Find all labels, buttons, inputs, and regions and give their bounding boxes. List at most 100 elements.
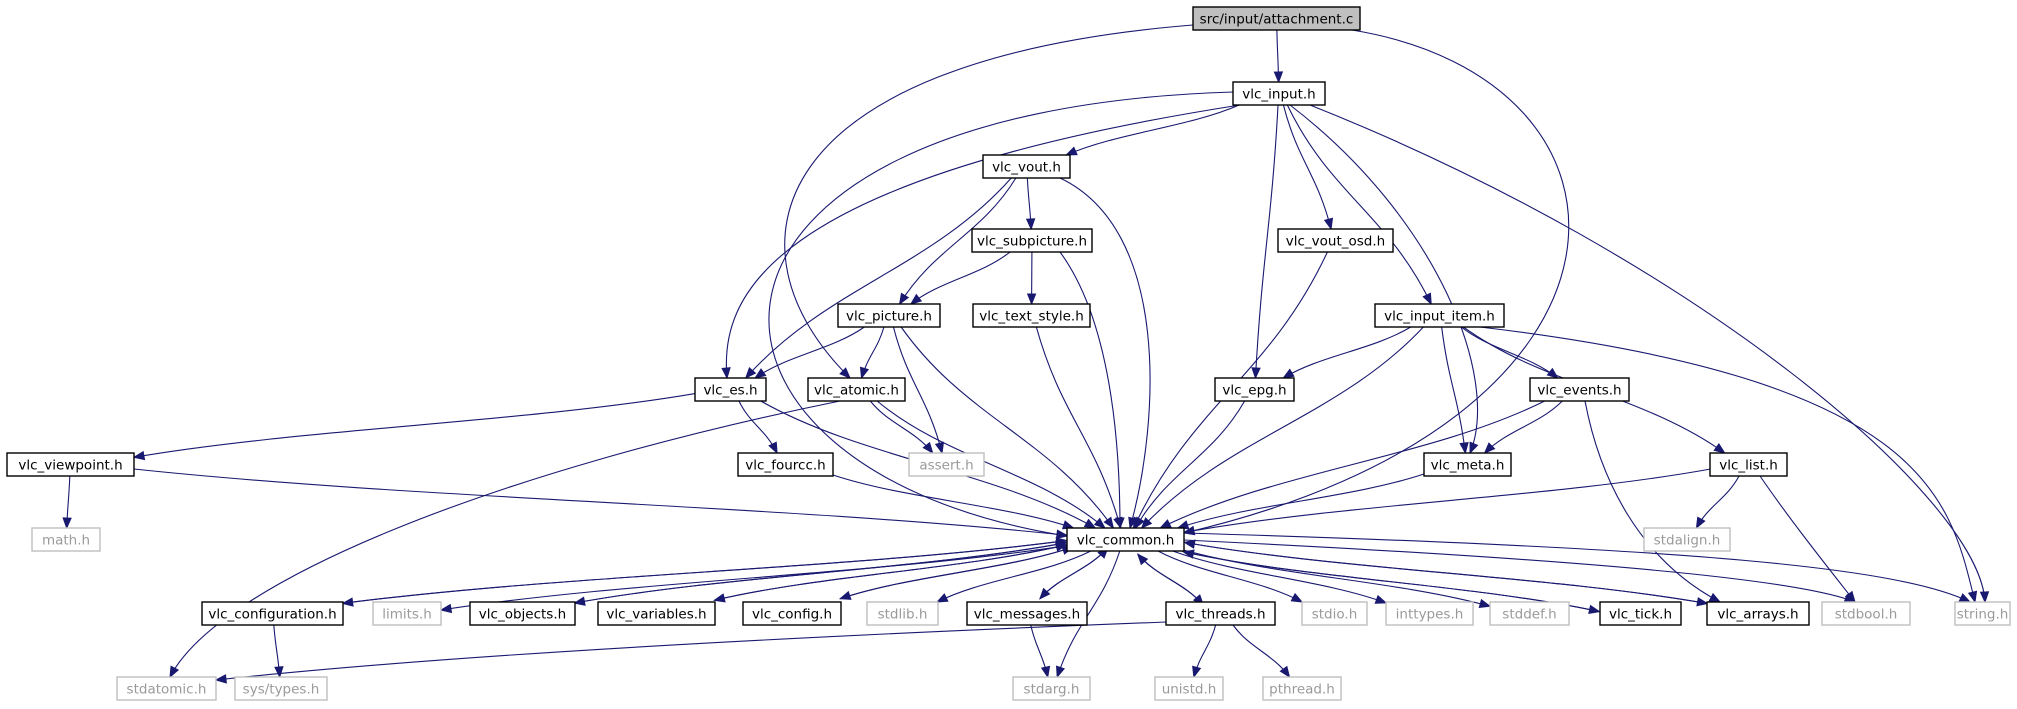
edge-vlc_input_item_h-to-vlc_epg_h [1282,326,1412,379]
node-vlc-input-h[interactable]: vlc_input.h [1232,81,1326,106]
node-label: vlc_epg.h [1222,383,1286,399]
edge-arrowhead [214,674,227,684]
edge-line [342,540,1067,604]
node-box [1154,676,1224,701]
node-vlc-viewpoint-h[interactable]: vlc_viewpoint.h [6,452,135,477]
edge-arrowhead [1695,516,1706,530]
node-label: vlc_configuration.h [208,607,336,623]
edge-vlc_list_h-to-stdalign_h [1695,475,1740,530]
edge-line [1035,326,1122,529]
edge-arrowhead [439,603,453,614]
node-box [1954,601,2011,626]
edge-vlc_es_h-to-vlc_viewpoint_h [132,392,696,461]
node-pthread-h: pthread.h [1262,676,1342,701]
edge-vlc_input_h-to-string_h [1309,104,1990,604]
node-label: vlc_events.h [1537,383,1621,399]
node-vlc-picture-h[interactable]: vlc_picture.h [837,303,941,328]
edge-vlc_atomic_h-to-assert_h [869,400,934,455]
node-label: stdbool.h [1835,607,1898,623]
node-box [694,377,767,402]
edge-line [714,544,1067,601]
edge-arrowhead [1469,441,1479,455]
node-vlc-fourcc-h[interactable]: vlc_fourcc.h [737,452,834,477]
node-label: vlc_fourcc.h [745,458,825,474]
node-vlc-config-h[interactable]: vlc_config.h [742,601,842,626]
edge-vlc_threads_h-to-pthread_h [1232,624,1291,679]
edge-arrowhead [1083,518,1097,529]
node-vlc-objects-h[interactable]: vlc_objects.h [469,601,576,626]
node-vlc-vout-h[interactable]: vlc_vout.h [982,154,1071,179]
edge-arrowhead [1093,517,1106,529]
edge-vlc_threads_h-to-stdatomic_h [214,621,1167,684]
node-vlc-subpicture-h[interactable]: vlc_subpicture.h [971,228,1093,253]
edge-line [869,400,934,454]
edge-vlc_input_h-to-vlc_epg_h [1251,104,1279,380]
node-label: vlc_variables.h [606,607,706,623]
edge-vlc_common_h-to-stdio_h [1157,550,1304,603]
node-label: vlc_config.h [752,607,832,623]
edge-line [440,544,1068,611]
edge-line [1441,326,1466,454]
edge-vlc_common_h-to-vlc_configuration_h [341,540,1067,607]
node-box [1709,452,1788,477]
node-vlc-es-h[interactable]: vlc_es.h [694,377,767,402]
edge-vlc_input_item_h-to-vlc_common_h [1140,326,1424,529]
node-limits-h: limits.h [372,601,442,626]
node-box [1643,527,1731,552]
node-box [1385,601,1474,626]
edge-line [1289,104,1478,454]
edge-line [1141,326,1424,529]
node-vlc-input-item-h[interactable]: vlc_input_item.h [1374,303,1505,328]
edge-line [1460,326,1559,379]
node-vlc-threads-h[interactable]: vlc_threads.h [1165,601,1276,626]
node-vlc-common-h[interactable]: vlc_common.h [1066,527,1185,552]
node-box [1706,601,1810,626]
edge-line [1282,104,1332,230]
edge-vlc_list_h-to-stdbool_h [1759,475,1856,604]
edge-arrowhead [859,366,870,380]
node-vlc-atomic-h[interactable]: vlc_atomic.h [807,377,906,402]
edge-arrowhead [1040,665,1051,679]
node-vlc-epg-h[interactable]: vlc_epg.h [1214,377,1295,402]
node-vlc-tick-h[interactable]: vlc_tick.h [1599,601,1682,626]
node-label: vlc_text_style.h [979,309,1084,325]
node-label: pthread.h [1269,682,1335,698]
node-vlc-text-style-h[interactable]: vlc_text_style.h [972,303,1091,328]
node-vlc-events-h[interactable]: vlc_events.h [1529,377,1630,402]
edge-vlc_picture_h-to-vlc_atomic_h [859,326,885,380]
node-label: stdalign.h [1654,533,1721,549]
edge-vlc_common_h-to-vlc_objects_h [573,542,1067,606]
edge-arrowhead [1323,217,1334,231]
edge-vlc_common_h-to-stdlib_h [935,550,1092,603]
node-vlc-variables-h[interactable]: vlc_variables.h [597,601,716,626]
node-vlc-vout-osd-h[interactable]: vlc_vout_osd.h [1277,228,1394,253]
edge-arrowhead [754,368,767,379]
edge-line [1172,550,1387,604]
node-label: stdarg.h [1024,682,1080,698]
node-label: vlc_arrays.h [1717,607,1798,623]
edge-arrowhead [1065,146,1078,156]
node-label: vlc_objects.h [479,607,566,623]
edge-vlc_picture_h-to-vlc_es_h [754,326,865,379]
edge-vlc_input_h-to-vlc_vout_h [1065,104,1240,156]
node-label: stdlib.h [878,607,928,623]
node-box [1529,377,1630,402]
edge-arrowhead [1967,590,1978,604]
node-vlc-messages-h[interactable]: vlc_messages.h [966,601,1088,626]
node-box [1192,6,1361,31]
edge-line [876,400,1106,529]
edge-line [936,550,1092,603]
edge-line [1059,251,1121,529]
node-vlc-meta-h[interactable]: vlc_meta.h [1423,452,1512,477]
node-label: stddef.h [1502,607,1556,623]
node-attachment-c[interactable]: src/input/attachment.c [1192,6,1361,31]
edge-line [1479,326,1976,603]
node-stdalign-h: stdalign.h [1643,527,1731,552]
node-vlc-configuration-h[interactable]: vlc_configuration.h [201,601,344,626]
edge-line [910,251,1011,305]
node-vlc-list-h[interactable]: vlc_list.h [1709,452,1788,477]
node-vlc-arrays-h[interactable]: vlc_arrays.h [1706,601,1810,626]
node-label: assert.h [919,458,973,474]
edge-arrowhead [1056,529,1069,539]
